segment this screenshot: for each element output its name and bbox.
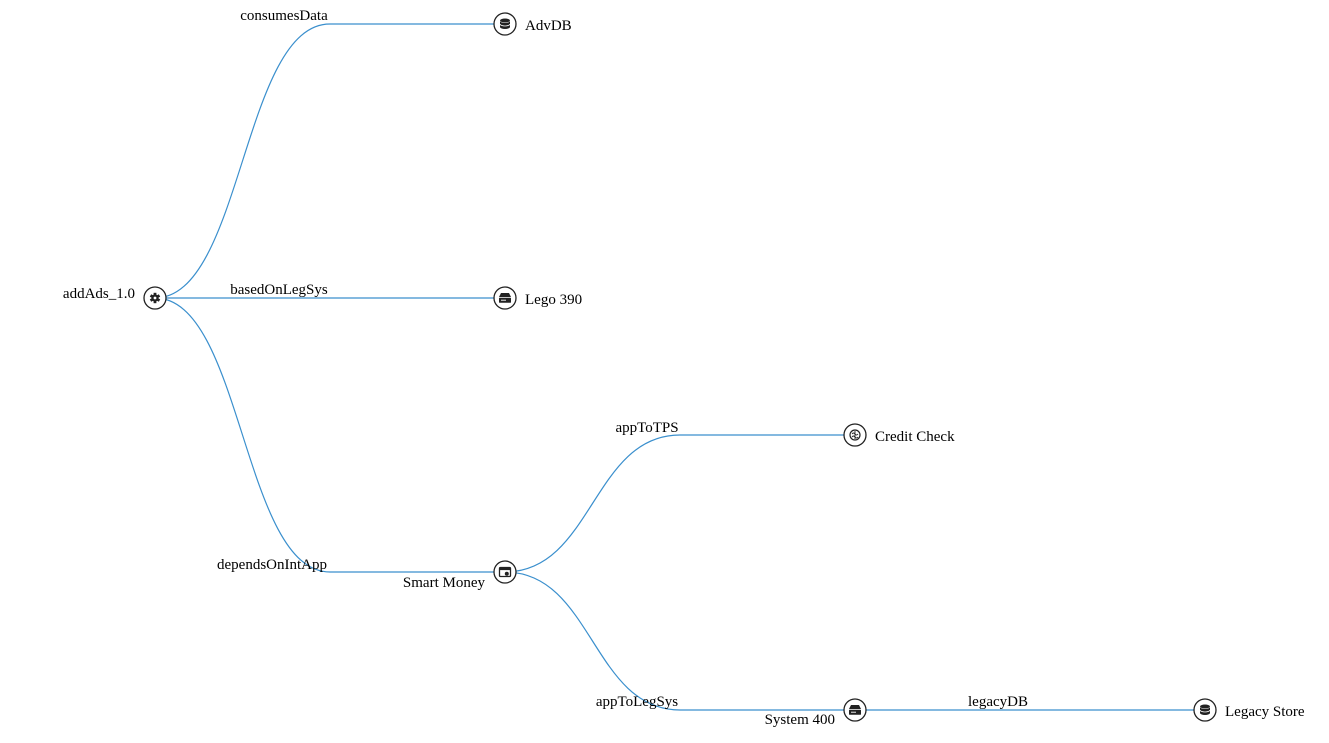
node-circle[interactable] [493,560,517,584]
node-label-credit: Credit Check [875,429,955,445]
edge-label-smart: dependsOnIntApp [217,557,327,573]
server-icon [499,293,511,303]
node-legacy[interactable]: Legacy Store [1193,698,1305,722]
node-advdb[interactable]: AdvDB [493,12,572,36]
edge-label-lego: basedOnLegSys [230,282,328,298]
node-credit[interactable]: Credit Check [843,423,955,447]
edge-labels: consumesData basedOnLegSys dependsOnIntApp… [217,8,1028,710]
node-lego[interactable]: Lego 390 [493,286,582,310]
node-label-smart: Smart Money [403,575,486,591]
node-label-legacy: Legacy Store [1225,704,1305,720]
node-label-lego: Lego 390 [525,292,582,308]
link-smart-sys400 [504,571,855,711]
link-smart-credit [504,434,855,573]
link-root-smart [154,297,505,573]
node-label-sys400: System 400 [765,712,835,728]
edge-label-sys400: appToLegSys [596,694,678,710]
database-icon [499,18,511,29]
node-smart[interactable]: Smart Money [403,560,517,591]
brain-icon [849,429,861,441]
node-label-root: addAds_1.0 [63,286,135,302]
edge-label-credit: appToTPS [615,420,678,436]
app-window-icon [498,566,512,578]
edge-label-legacy: legacyDB [968,694,1028,710]
tree-links [154,23,1205,711]
node-root[interactable]: addAds_1.0 [63,286,167,310]
server-icon [849,705,861,715]
database-icon [1199,704,1211,715]
edge-label-advdb: consumesData [240,8,328,24]
node-sys400[interactable]: System 400 [765,698,867,728]
link-root-advdb [154,23,505,299]
node-label-advdb: AdvDB [525,18,572,34]
gear-icon [149,292,161,304]
